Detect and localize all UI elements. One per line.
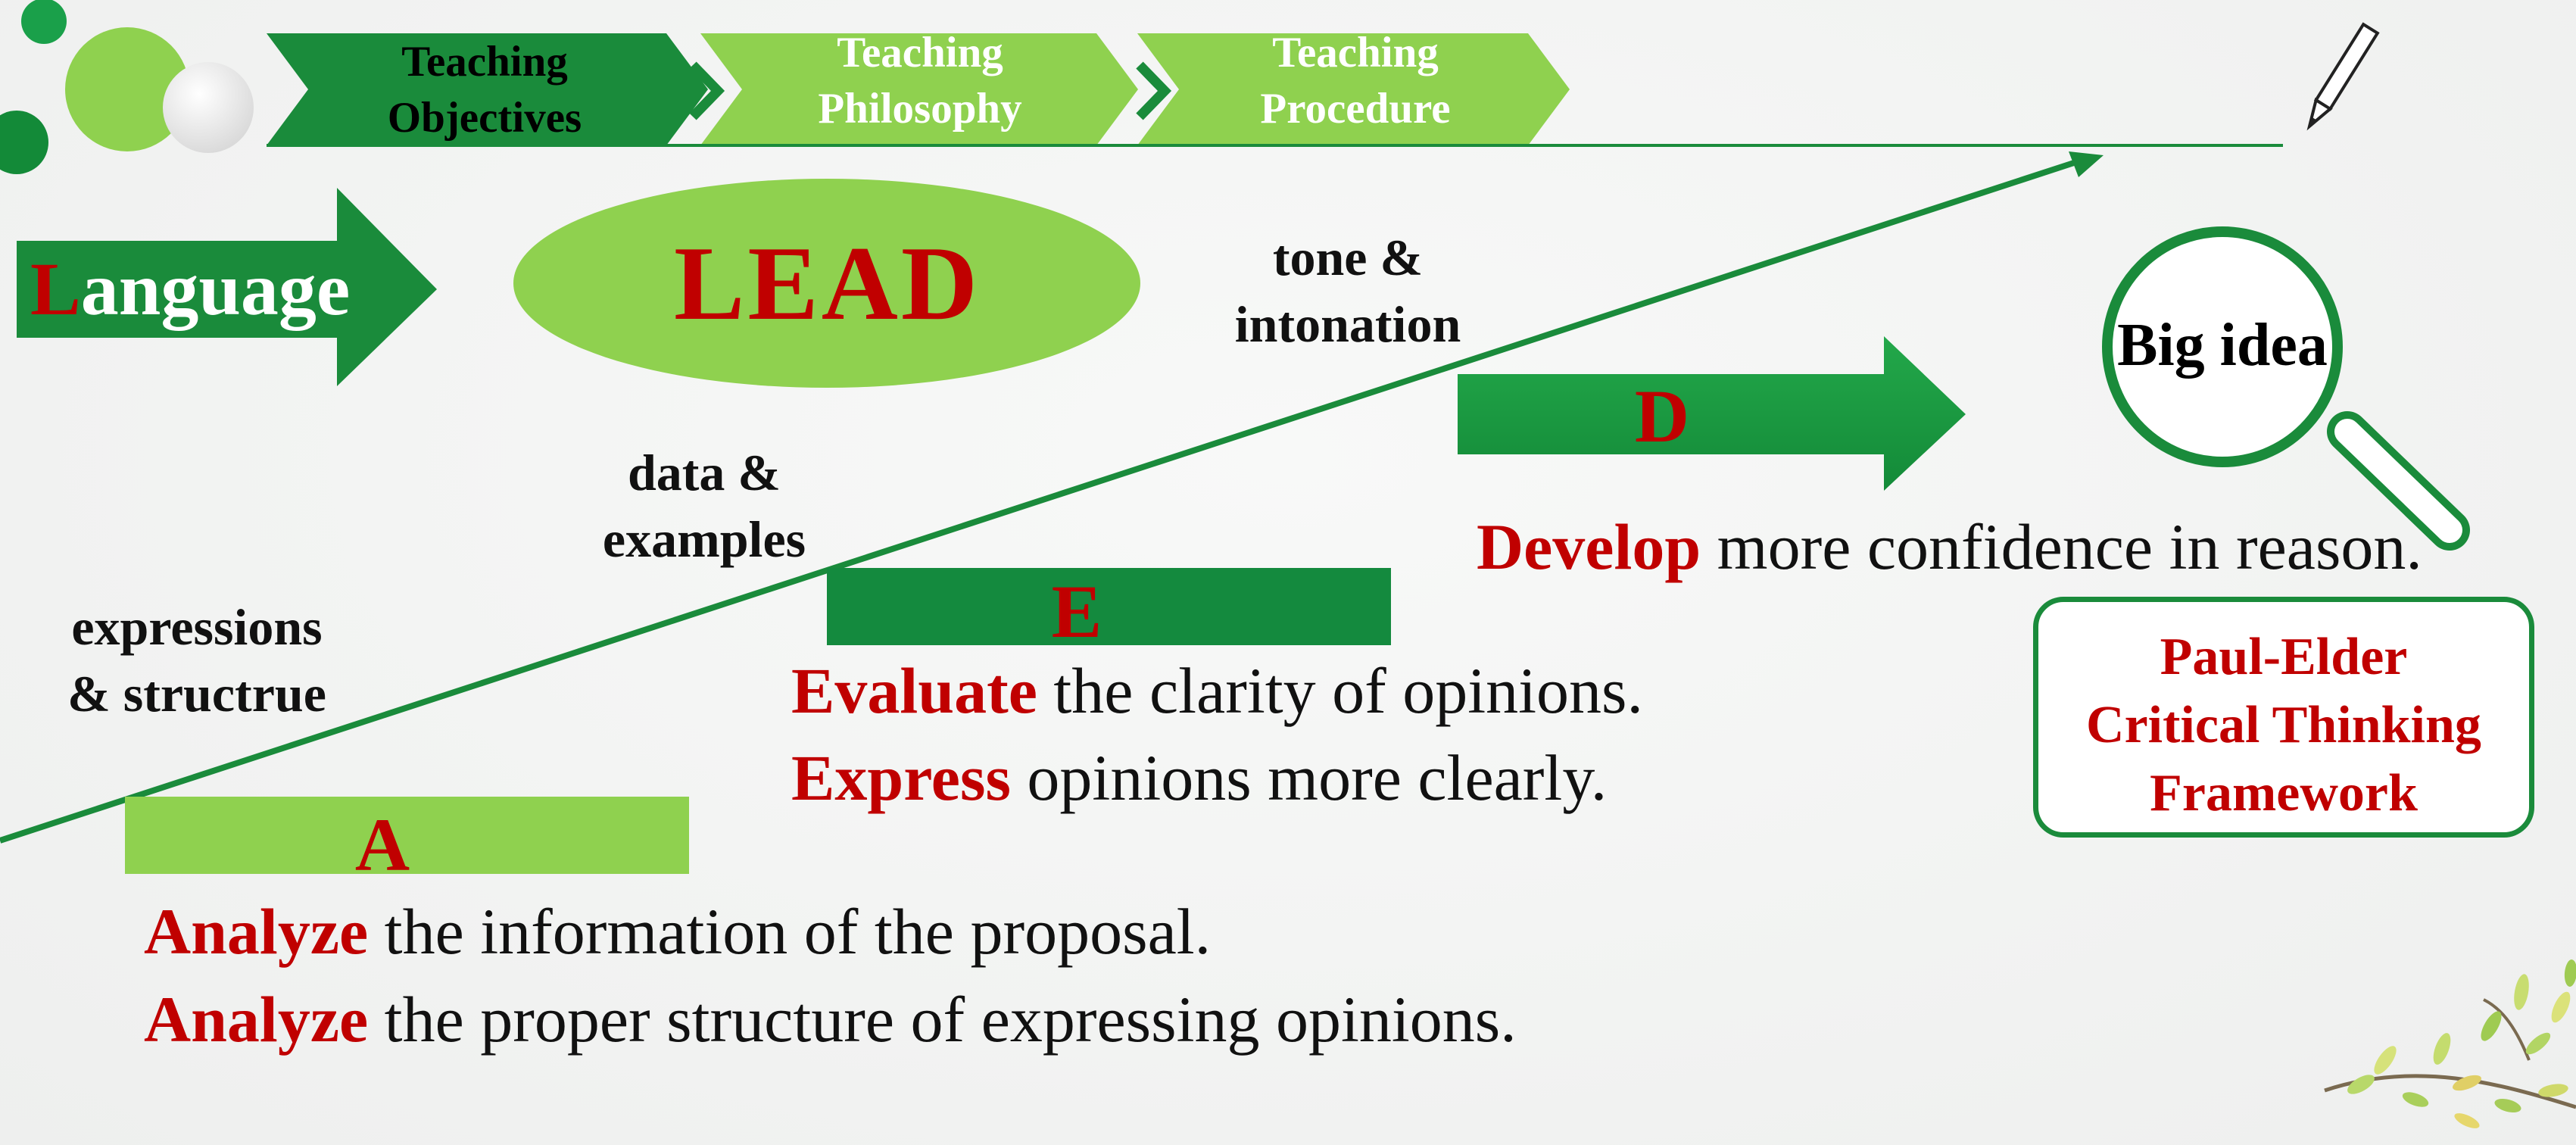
lead-ellipse [513, 179, 1140, 388]
decor-circles [0, 0, 254, 174]
nav-tab-philosophy[interactable] [700, 33, 1138, 145]
framework-line-3: Framework [2150, 764, 2418, 822]
progress-diagonal-line [0, 159, 2078, 844]
step-a-line-2: Analyze the proper structure of expressi… [144, 983, 1517, 1056]
big-idea-label: Big idea [2117, 312, 2328, 379]
expressions-structure-label: expressions& structrue [67, 598, 326, 722]
language-arrow [17, 188, 437, 386]
step-e-line-2: Express opinions more clearly. [791, 741, 1608, 814]
step-d-line-1: Develop more confidence in reason. [1477, 510, 2422, 583]
step-e-line-1: Evaluate the clarity of opinions. [791, 654, 1644, 727]
nav-tab-objectives[interactable] [267, 33, 708, 145]
language-label: Language [30, 244, 350, 335]
framework-text: Paul-Elder Critical Thinking Framework [2038, 623, 2529, 828]
data-examples-label: data &examples [602, 444, 806, 568]
progress-arrow-head [2069, 151, 2104, 177]
magnifier-icon [2102, 226, 2470, 551]
language-rest: anguage [80, 247, 351, 331]
step-a-bar [125, 797, 689, 874]
framework-line-1: Paul-Elder [2160, 628, 2408, 686]
step-d-letter: D [1634, 374, 1690, 458]
nav-tab-procedure[interactable] [1137, 33, 1570, 145]
step-d-arrow [1458, 336, 1966, 491]
tone-intonation-label: tone &intonation [1234, 229, 1461, 353]
step-e-letter: E [1051, 569, 1102, 654]
language-first-letter: L [30, 247, 81, 331]
step-a-line-1: Analyze the information of the proposal. [144, 895, 1212, 968]
framework-box: Paul-Elder Critical Thinking Framework [2033, 597, 2534, 838]
step-e-bar [827, 568, 1391, 645]
step-a-letter: A [354, 803, 410, 887]
lead-title: LEAD [674, 225, 981, 342]
pencil-icon [2306, 22, 2380, 131]
chevron-right-icon [1136, 61, 1172, 120]
framework-line-2: Critical Thinking [2086, 696, 2481, 754]
chevron-right-icon [689, 61, 725, 120]
leaves-decor [2324, 959, 2576, 1128]
